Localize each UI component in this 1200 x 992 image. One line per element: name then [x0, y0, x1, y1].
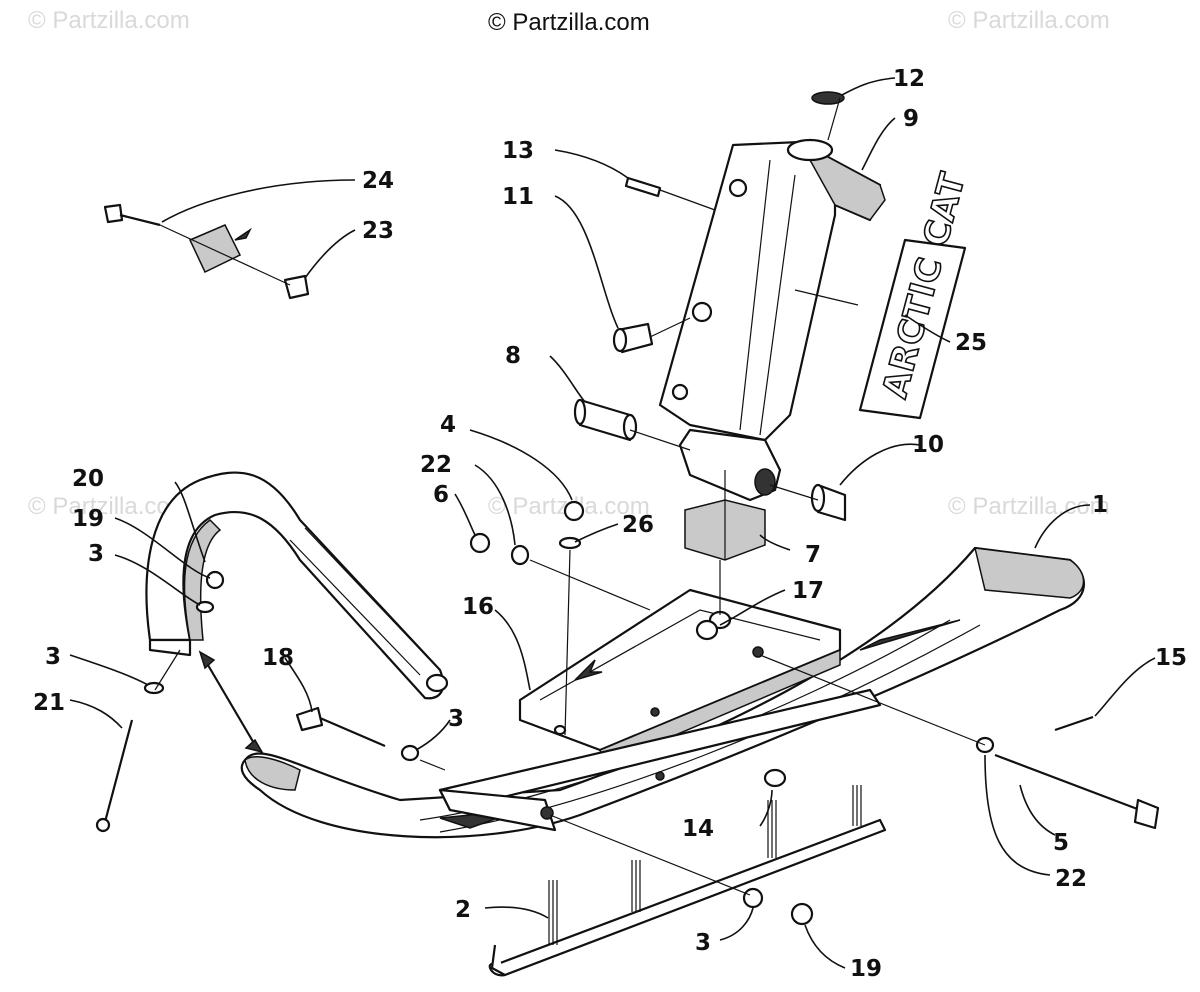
callout-13: 13	[502, 138, 534, 164]
bolt-5-part	[975, 736, 1160, 830]
copyright-notice: © Partzilla.com	[488, 9, 650, 36]
assembly-lines	[154, 97, 986, 896]
callout-15: 15	[1155, 645, 1187, 671]
callout-3-bolt-washer: 3	[448, 706, 464, 732]
callout-1: 1	[1092, 492, 1108, 518]
callout-23: 23	[362, 218, 394, 244]
callout-25: 25	[955, 330, 987, 356]
washer-3-lower-part	[742, 887, 764, 909]
spindle-housing-part	[658, 138, 886, 502]
bolt-21-part	[95, 681, 165, 833]
callout-17: 17	[792, 578, 824, 604]
callout-22-lower: 22	[1055, 866, 1087, 892]
bushing-8-part	[573, 398, 638, 442]
spacer-14-part	[763, 768, 787, 788]
rubber-block-7-part	[684, 499, 766, 561]
nut-4-part	[563, 500, 585, 522]
watermark-mid-right: © Partzilla.com	[948, 493, 1110, 520]
callout-10: 10	[912, 432, 944, 458]
nut-6-part	[469, 532, 491, 554]
wear-bar-part	[488, 785, 887, 977]
washer-26-part	[558, 536, 582, 550]
leader-lines	[69, 77, 1156, 969]
watermark-top-right: © Partzilla.com	[948, 7, 1110, 34]
bolt-18-part	[295, 706, 420, 762]
callout-9: 9	[903, 106, 919, 132]
callout-24: 24	[362, 168, 394, 194]
cap-12-part	[811, 91, 845, 105]
bushing-11-part	[612, 322, 654, 354]
callout-3-lower-left: 3	[45, 644, 61, 670]
stopper-assembly	[103, 203, 310, 300]
callout-3-upper-left: 3	[88, 541, 104, 567]
callout-4: 4	[440, 412, 456, 438]
callout-20: 20	[72, 466, 104, 492]
nut-19-lower-part	[790, 902, 814, 926]
ski-loop-part	[145, 471, 449, 700]
callout-8: 8	[505, 343, 521, 369]
watermark-top-left: © Partzilla.com	[28, 7, 190, 34]
callout-2: 2	[455, 897, 471, 923]
pin-15-part	[1054, 715, 1094, 732]
nut-19-upper-part	[205, 570, 225, 590]
callout-14: 14	[682, 816, 714, 842]
callout-19-lower: 19	[850, 956, 882, 982]
callout-6: 6	[433, 482, 449, 508]
callout-11: 11	[502, 184, 534, 210]
washer-22-part	[510, 544, 530, 566]
grease-fitting-13-part	[624, 176, 662, 198]
callout-21: 21	[33, 690, 65, 716]
ski-side-rail	[438, 688, 882, 832]
callout-22-upper: 22	[420, 452, 452, 478]
callout-19-upper: 19	[72, 506, 104, 532]
callout-26: 26	[622, 512, 654, 538]
callout-18: 18	[262, 645, 294, 671]
callout-5: 5	[1053, 830, 1069, 856]
callout-16: 16	[462, 594, 494, 620]
washer-17-part	[695, 619, 719, 641]
washer-3-upper-part	[195, 600, 215, 614]
callout-3-bottom: 3	[695, 930, 711, 956]
callout-labels: 1 2 3 3 3 3 4 5 6 7 8 9 10 11 12 13 14 1…	[33, 66, 1187, 982]
callout-12: 12	[893, 66, 925, 92]
callout-7: 7	[805, 542, 821, 568]
bushing-10-part	[810, 483, 847, 522]
